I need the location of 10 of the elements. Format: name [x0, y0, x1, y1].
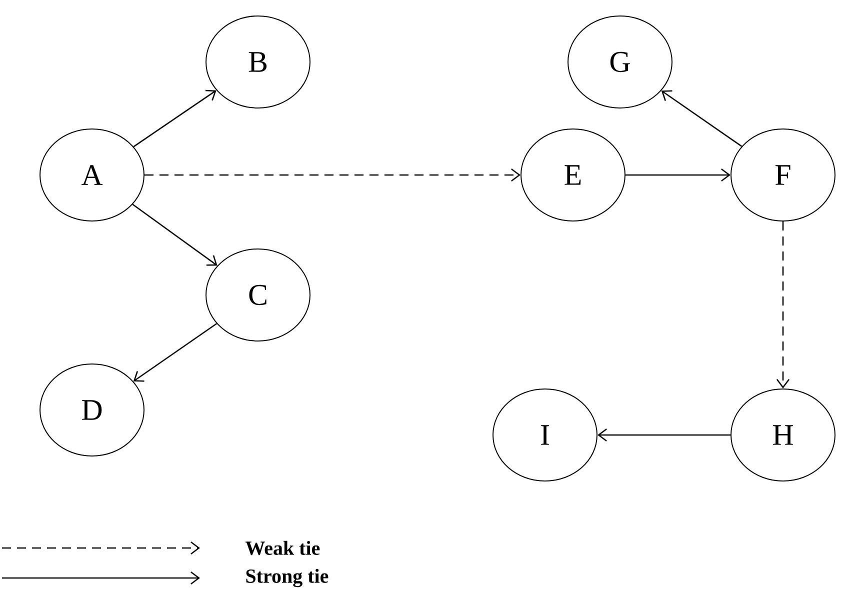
- arrow: [133, 323, 218, 382]
- arrow: [144, 168, 520, 182]
- arrow: [776, 222, 790, 388]
- arrow: [598, 428, 730, 442]
- legend-label: Strong tie: [246, 568, 328, 588]
- arrow: [133, 90, 216, 148]
- arrow: [132, 204, 218, 266]
- legend-label: Weak tie: [246, 540, 320, 556]
- arrow: [626, 168, 730, 182]
- arrow: [661, 90, 742, 147]
